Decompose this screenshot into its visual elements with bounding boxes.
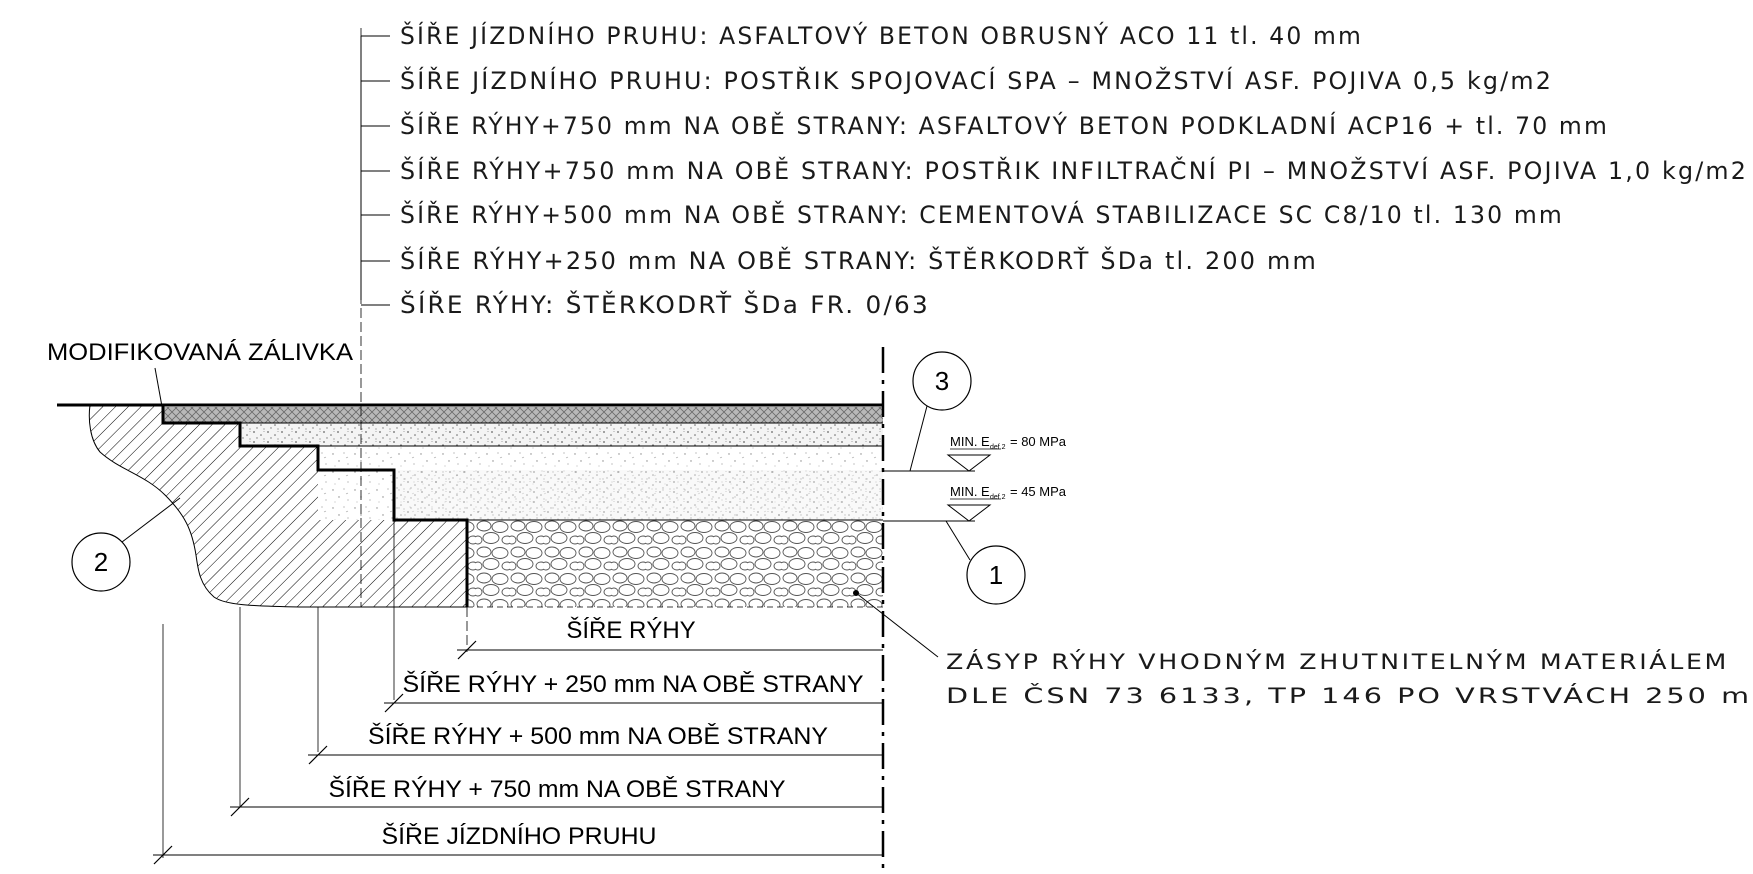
callout-text: ŠÍŘE RÝHY: ŠTĚRKODRŤ ŠDa FR. 0/63	[400, 289, 930, 319]
dimension-labels: ŠÍŘE RÝHY ŠÍŘE RÝHY + 250 mm NA OBĚ STRA…	[329, 616, 864, 850]
layer-fills	[88, 404, 883, 608]
structure-lines	[57, 28, 885, 874]
stiffness-lower-subscript: def,2	[990, 494, 1006, 501]
dimension-lines	[153, 520, 883, 865]
callout-text: ŠÍŘE JÍZDNÍHO PRUHU: POSTŘIK SPOJOVACÍ S…	[400, 65, 1553, 95]
backfill-note: ZÁSYP RÝHY VHODNÝM ZHUTNITELNÝM MATERIÁL…	[853, 590, 1753, 708]
callout-text: ŠÍŘE RÝHY+750 mm NA OBĚ STRANY: ASFALTOV…	[400, 110, 1609, 140]
marker-3-label: 3	[935, 366, 949, 396]
existing-pavement-hatch	[88, 404, 468, 608]
marker-2-label: 2	[94, 547, 108, 577]
stiffness-upper-subscript: def,2	[990, 444, 1006, 451]
layer-sda-200	[394, 470, 883, 520]
dimension-label-250: ŠÍŘE RÝHY + 250 mm NA OBĚ STRANY	[403, 670, 864, 698]
callout-text: ŠÍŘE RÝHY+750 mm NA OBĚ STRANY: POSTŘIK …	[400, 155, 1748, 185]
marker-1: 1	[945, 520, 1026, 605]
sealant-label: MODIFIKOVANÁ ZÁLIVKA	[47, 339, 353, 366]
stiffness-upper: MIN. E def,2 = 80 MPa	[883, 434, 1067, 472]
marker-2: 2	[71, 497, 181, 592]
marker-1-label: 1	[989, 560, 1003, 590]
layer-aco-11	[163, 407, 883, 423]
backfill-note-line1: ZÁSYP RÝHY VHODNÝM ZHUTNITELNÝM MATERIÁL…	[946, 649, 1729, 674]
marker-3: 3	[909, 351, 972, 472]
dimension-label-lane: ŠÍŘE JÍZDNÍHO PRUHU	[382, 822, 657, 850]
callout-text: ŠÍŘE RÝHY+250 mm NA OBĚ STRANY: ŠTĚRKODR…	[400, 245, 1318, 275]
layer-sda-0-63	[467, 520, 883, 607]
dimension-label-500: ŠÍŘE RÝHY + 500 mm NA OBĚ STRANY	[368, 722, 828, 750]
layer-callouts: ŠÍŘE JÍZDNÍHO PRUHU: ASFALTOVÝ BETON OBR…	[360, 20, 1748, 319]
stiffness-lower-value: = 45 MPa	[1010, 484, 1067, 499]
stiffness-upper-value: = 80 MPa	[1010, 434, 1067, 449]
stiffness-lower: MIN. E def,2 = 45 MPa	[883, 484, 1067, 522]
callout-text: ŠÍŘE RÝHY+500 mm NA OBĚ STRANY: CEMENTOV…	[400, 199, 1564, 229]
sealant-leader	[154, 367, 164, 413]
backfill-note-line2: DLE ČSN 73 6133, TP 146 PO VRSTVÁCH 250 …	[946, 683, 1753, 708]
sealant-callout: MODIFIKOVANÁ ZÁLIVKA	[47, 339, 353, 413]
stiffness-lower-prefix: MIN. E	[950, 484, 990, 499]
dimension-label-trench: ŠÍŘE RÝHY	[566, 616, 695, 644]
dimension-label-750: ŠÍŘE RÝHY + 750 mm NA OBĚ STRANY	[329, 775, 786, 803]
stiffness-upper-prefix: MIN. E	[950, 434, 990, 449]
layer-acp-16	[240, 423, 883, 446]
callout-text: ŠÍŘE JÍZDNÍHO PRUHU: ASFALTOVÝ BETON OBR…	[400, 20, 1363, 50]
